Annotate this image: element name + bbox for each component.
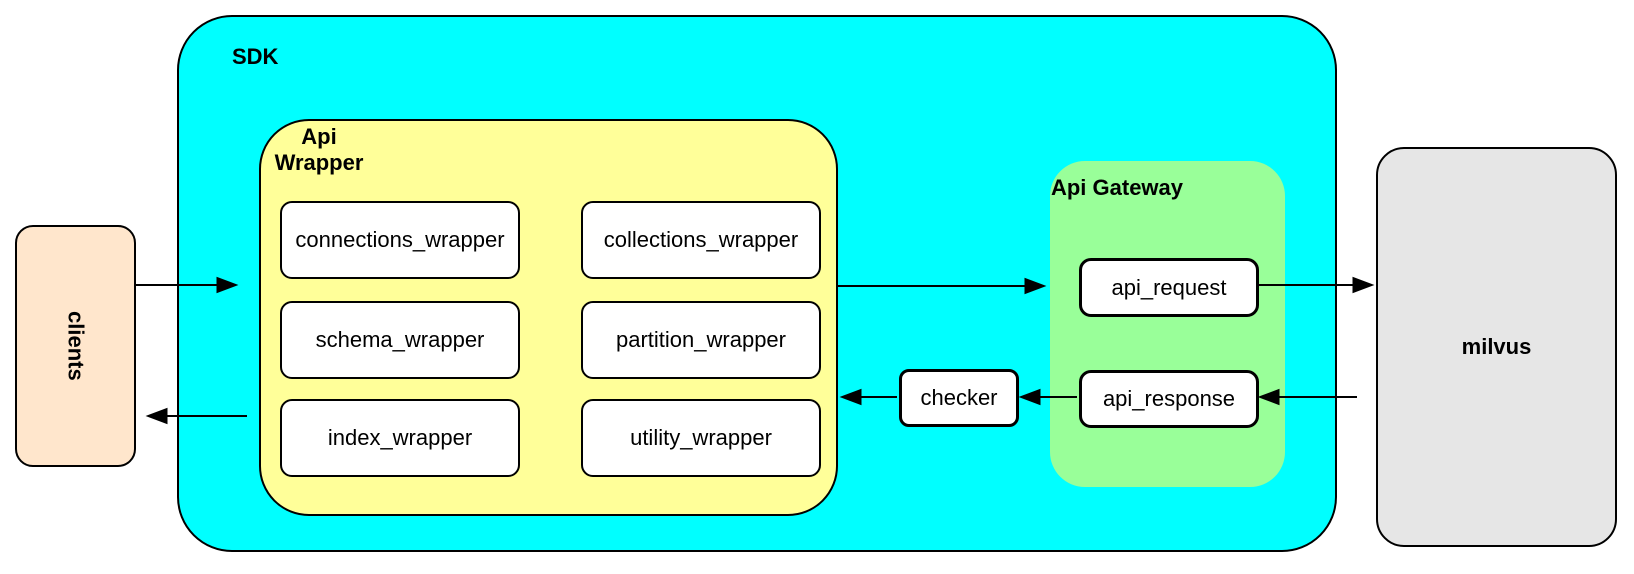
api-wrapper-container: Api Wrapper connections_wrapper collecti… (259, 119, 838, 516)
api-response-box: api_response (1079, 370, 1259, 428)
api-gateway-container: Api Gateway api_request api_response (1050, 161, 1285, 487)
sdk-label: SDK (232, 44, 279, 69)
collections-wrapper-box: collections_wrapper (581, 201, 821, 279)
clients-label: clients (63, 311, 89, 381)
index-wrapper-box: index_wrapper (280, 399, 520, 477)
api-request-box: api_request (1079, 258, 1259, 317)
checker-box: checker (899, 369, 1019, 427)
partition-wrapper-box: partition_wrapper (581, 301, 821, 379)
api-gateway-label: Api Gateway (1050, 175, 1184, 200)
sdk-container: SDK Api Wrapper connections_wrapper coll… (177, 15, 1337, 552)
schema-wrapper-box: schema_wrapper (280, 301, 520, 379)
connections-wrapper-box: connections_wrapper (280, 201, 520, 279)
utility-wrapper-box: utility_wrapper (581, 399, 821, 477)
api-wrapper-label: Api Wrapper (274, 124, 364, 175)
milvus-box: milvus (1376, 147, 1617, 547)
clients-box: clients (15, 225, 136, 467)
